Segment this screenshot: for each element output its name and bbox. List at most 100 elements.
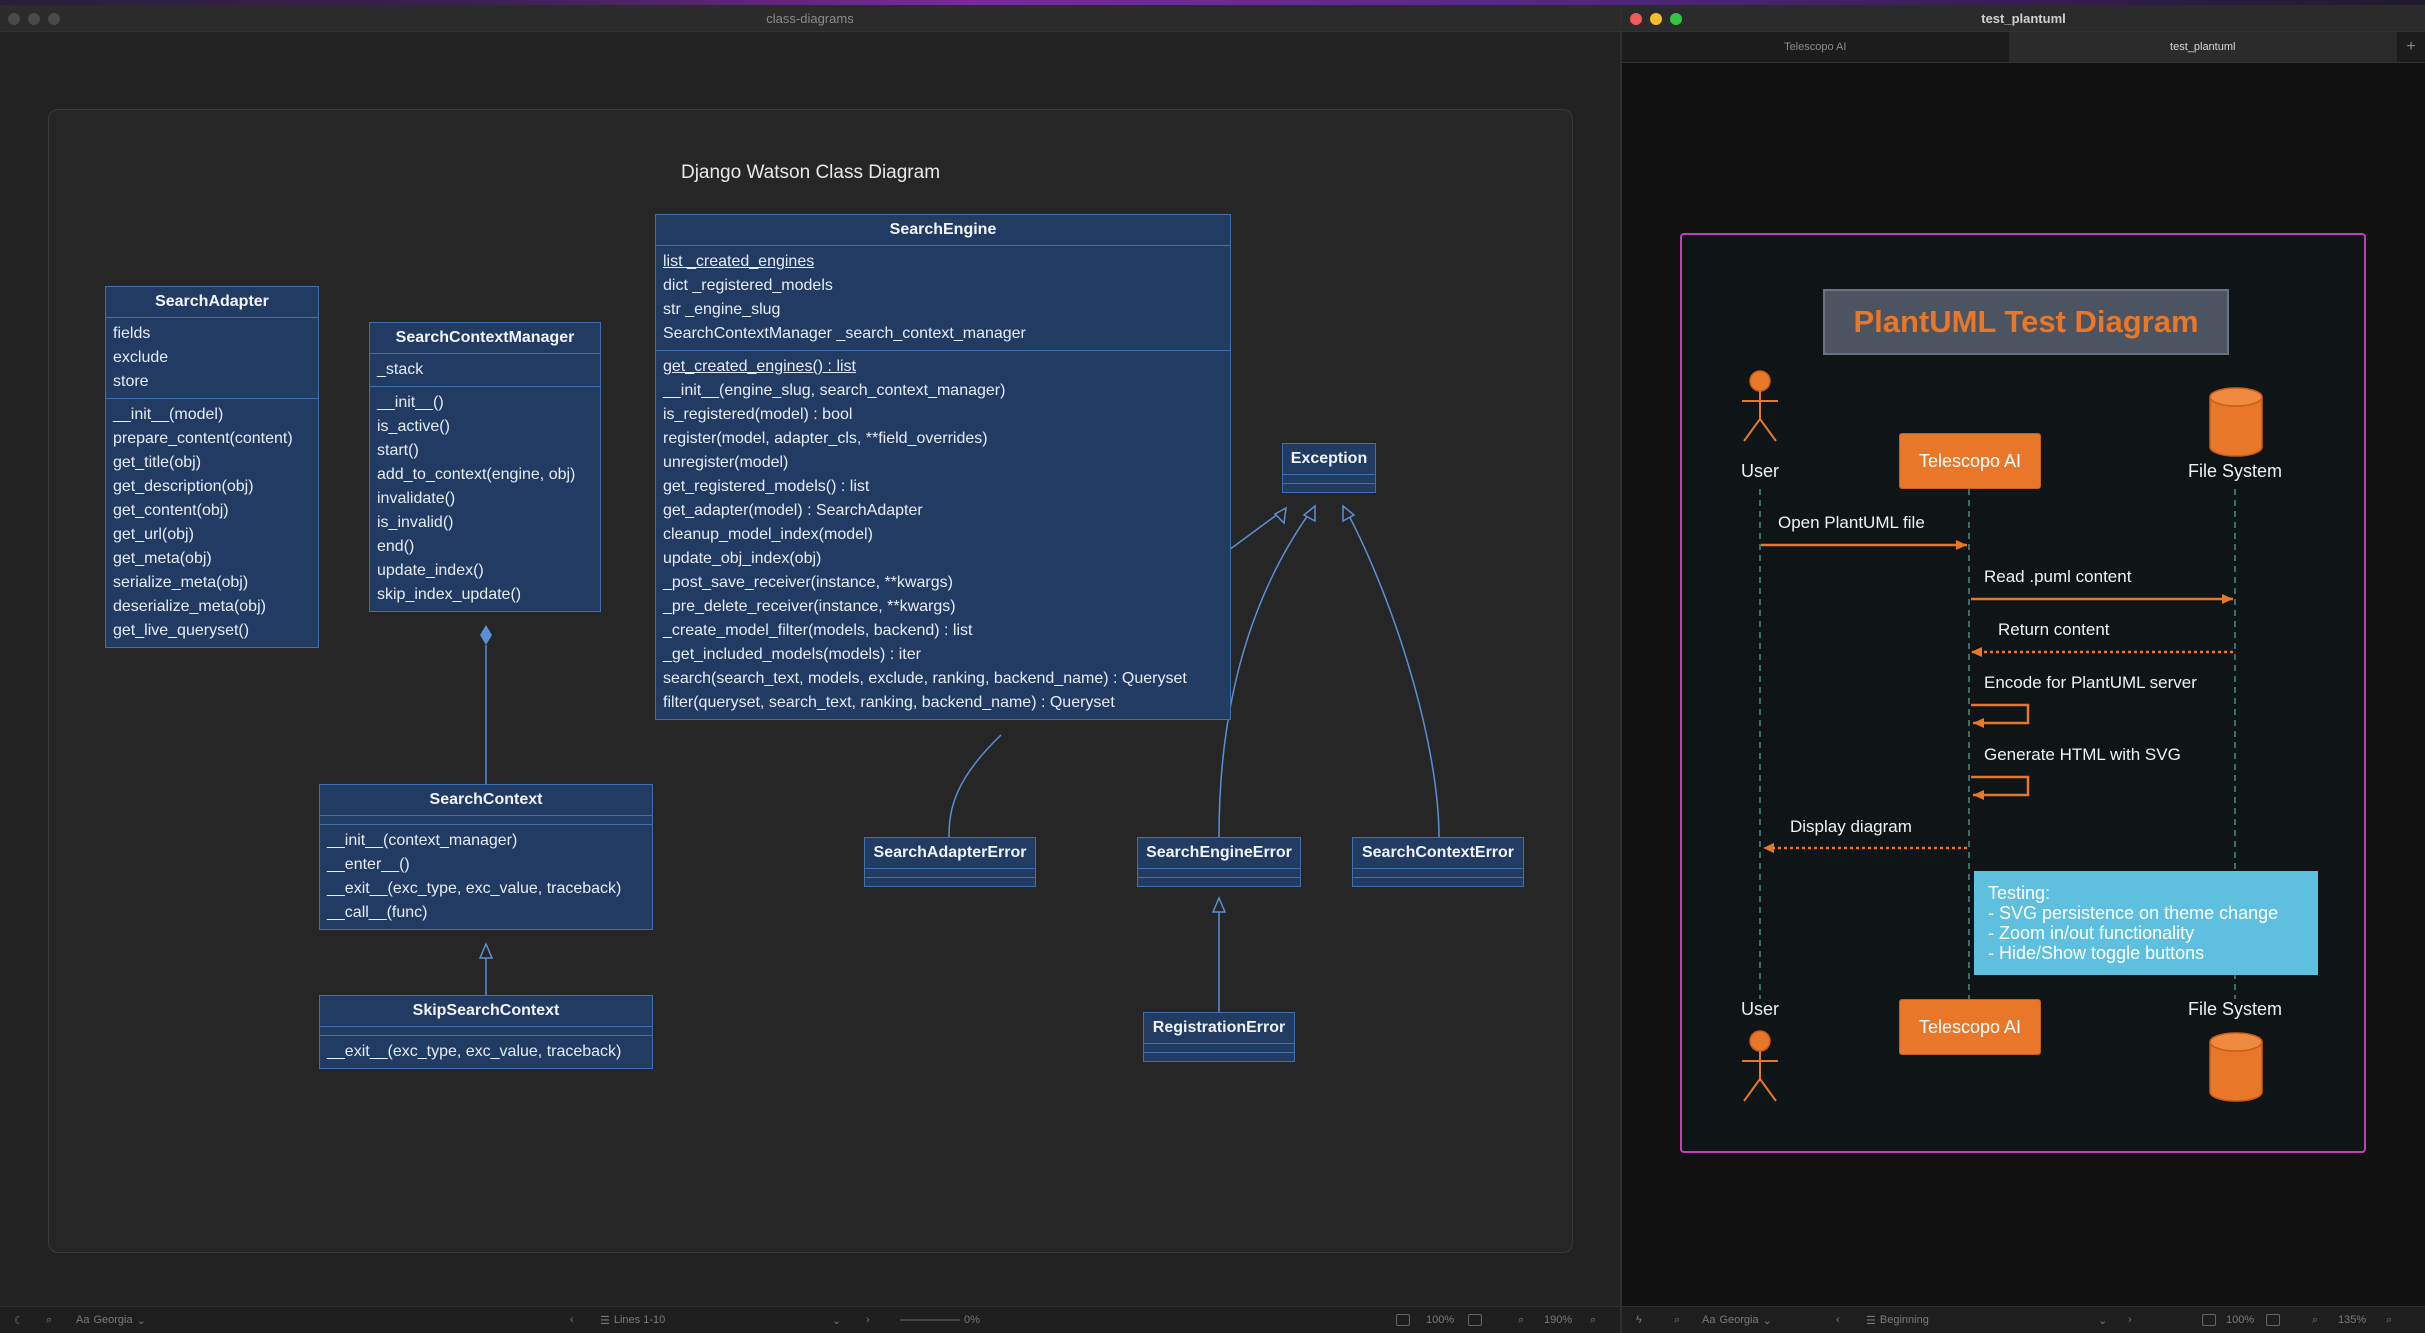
tab-test-plantuml[interactable]: test_plantuml — [2009, 32, 2397, 62]
list-icon: ☰ — [600, 1314, 610, 1327]
attributes-section: fields exclude store — [106, 318, 318, 399]
method: get_live_queryset() — [113, 622, 250, 639]
search-icon[interactable]: ⌕ — [1674, 1313, 1681, 1326]
methods-section: __init__(model) prepare_content(content)… — [106, 399, 318, 647]
method: update_obj_index(obj) — [663, 550, 822, 567]
zoom-in-icon[interactable]: ⌕ — [2386, 1313, 2393, 1326]
class-name: RegistrationError — [1144, 1013, 1294, 1044]
methods-section — [865, 878, 1035, 886]
method: is_invalid() — [377, 514, 454, 531]
font-selector[interactable]: Aa Georgia ⌄ — [1702, 1314, 1772, 1327]
method: _create_model_filter(models, backend) : … — [663, 622, 973, 639]
font-name: Georgia — [1719, 1314, 1759, 1326]
engine-adaptererror-link — [948, 734, 1002, 838]
class-search-adapter-error[interactable]: SearchAdapterError — [864, 837, 1036, 887]
exception-arrow-1 — [1273, 506, 1287, 525]
attributes-section — [865, 869, 1035, 878]
zoom-icon[interactable]: ⌕ — [1518, 1313, 1525, 1326]
prev-page-button[interactable]: ‹ — [1836, 1314, 1840, 1326]
composition-diamond — [480, 625, 492, 645]
method: invalidate() — [377, 490, 456, 507]
method: get_content(obj) — [113, 502, 229, 519]
methods-section: __exit__(exc_type, exc_value, traceback) — [320, 1036, 652, 1068]
left-statusbar: ☾ ⌕ Aa Georgia ⌄ ‹ ☰ Lines 1-10 ⌄ › 0% 1… — [0, 1306, 1620, 1333]
method: _get_included_models(models) : iter — [663, 646, 921, 663]
theme-toggle-icon[interactable]: ☾ — [14, 1314, 24, 1327]
method: skip_index_update() — [377, 586, 522, 603]
line-range[interactable]: ☰ Lines 1-10 — [600, 1314, 665, 1327]
class-skip-search-context[interactable]: SkipSearchContext __exit__(exc_type, exc… — [319, 995, 653, 1069]
engineerror-exception-link — [1218, 507, 1314, 838]
attribute: str _engine_slug — [663, 301, 781, 318]
progress-track — [900, 1319, 960, 1321]
attributes-section: _stack — [370, 354, 600, 387]
chevron-down-icon: ⌄ — [1762, 1314, 1772, 1327]
maximize-button[interactable] — [48, 13, 60, 25]
window-controls — [1630, 13, 1682, 25]
class-search-context[interactable]: SearchContext __init__(context_manager) … — [319, 784, 653, 930]
prev-page-button[interactable]: ‹ — [570, 1314, 574, 1326]
progress-slider[interactable]: 0% — [900, 1314, 980, 1326]
participant-user-label-bottom: User — [1740, 999, 1779, 1019]
participant-filesystem-label-bottom: File System — [2187, 999, 2283, 1019]
chevron-down-icon[interactable]: ⌄ — [2098, 1314, 2108, 1327]
msg-generate-arrow — [1971, 775, 2030, 800]
class-search-engine-error[interactable]: SearchEngineError — [1137, 837, 1301, 887]
window-controls — [8, 13, 60, 25]
minimize-button[interactable] — [1650, 13, 1662, 25]
class-name: SearchAdapter — [106, 287, 318, 318]
method: add_to_context(engine, obj) — [377, 466, 576, 483]
attribute: store — [113, 373, 149, 390]
class-exception[interactable]: Exception — [1282, 443, 1376, 493]
message-label: Generate HTML with SVG — [1984, 745, 2181, 764]
attributes-section — [320, 1027, 652, 1036]
user-actor-icon — [1742, 370, 1778, 442]
attributes-section — [1283, 475, 1375, 484]
engine-exception-link — [1228, 507, 1287, 551]
zoom-in-icon[interactable]: ⌕ — [1590, 1313, 1597, 1326]
lightning-icon[interactable]: ϟ — [1636, 1314, 1642, 1326]
new-tab-button[interactable]: + — [2406, 38, 2416, 55]
attributes-section — [1353, 869, 1523, 878]
user-actor-icon-bottom — [1742, 1030, 1778, 1102]
fit-width-button[interactable] — [2202, 1314, 2216, 1326]
participant-user-label: User — [1740, 461, 1779, 481]
tab-telescopo-ai[interactable]: Telescopo AI — [1622, 32, 2010, 62]
zoom-plus-button[interactable] — [1468, 1314, 1482, 1326]
class-search-context-manager[interactable]: SearchContextManager _stack __init__() i… — [369, 322, 601, 612]
zoom-plus-button[interactable] — [2266, 1314, 2280, 1326]
inherit-registration-arrow — [1211, 896, 1227, 913]
font-selector[interactable]: Aa Georgia ⌄ — [76, 1314, 146, 1327]
method: __init__() — [377, 394, 444, 411]
search-icon[interactable]: ⌕ — [46, 1313, 53, 1326]
method: search(search_text, models, exclude, ran… — [663, 670, 1187, 687]
sequence-graphics — [1742, 370, 2318, 1102]
position-selector[interactable]: ☰ Beginning — [1866, 1314, 1929, 1327]
zoom-icon[interactable]: ⌕ — [2312, 1313, 2319, 1326]
methods-section — [1138, 878, 1300, 886]
method: prepare_content(content) — [113, 430, 293, 447]
method: register(model, adapter_cls, **field_ove… — [663, 430, 988, 447]
close-button[interactable] — [8, 13, 20, 25]
message-label: Open PlantUML file — [1778, 513, 1925, 532]
class-search-engine[interactable]: SearchEngine list _created_engines dict … — [655, 214, 1231, 720]
attribute: _stack — [377, 361, 424, 378]
close-button[interactable] — [1630, 13, 1642, 25]
class-name: SearchEngine — [656, 215, 1230, 246]
class-registration-error[interactable]: RegistrationError — [1143, 1012, 1295, 1062]
method: _post_save_receiver(instance, **kwargs) — [663, 574, 953, 591]
class-name: SearchEngineError — [1138, 838, 1300, 869]
fit-width-button[interactable] — [1396, 1314, 1410, 1326]
class-search-context-error[interactable]: SearchContextError — [1352, 837, 1524, 887]
list-icon: ☰ — [1866, 1314, 1876, 1327]
next-page-button[interactable]: › — [866, 1314, 870, 1326]
note-line: - SVG persistence on theme change — [1988, 903, 2279, 923]
maximize-button[interactable] — [1670, 13, 1682, 25]
next-page-button[interactable]: › — [2128, 1314, 2132, 1326]
class-search-adapter[interactable]: SearchAdapter fields exclude store __ini… — [105, 286, 319, 648]
participant-telescopo-bottom: Telescopo AI — [1899, 999, 2041, 1055]
chevron-down-icon[interactable]: ⌄ — [832, 1314, 842, 1327]
note-line: - Hide/Show toggle buttons — [1988, 943, 2205, 963]
participant-filesystem-label: File System — [2187, 461, 2283, 481]
minimize-button[interactable] — [28, 13, 40, 25]
